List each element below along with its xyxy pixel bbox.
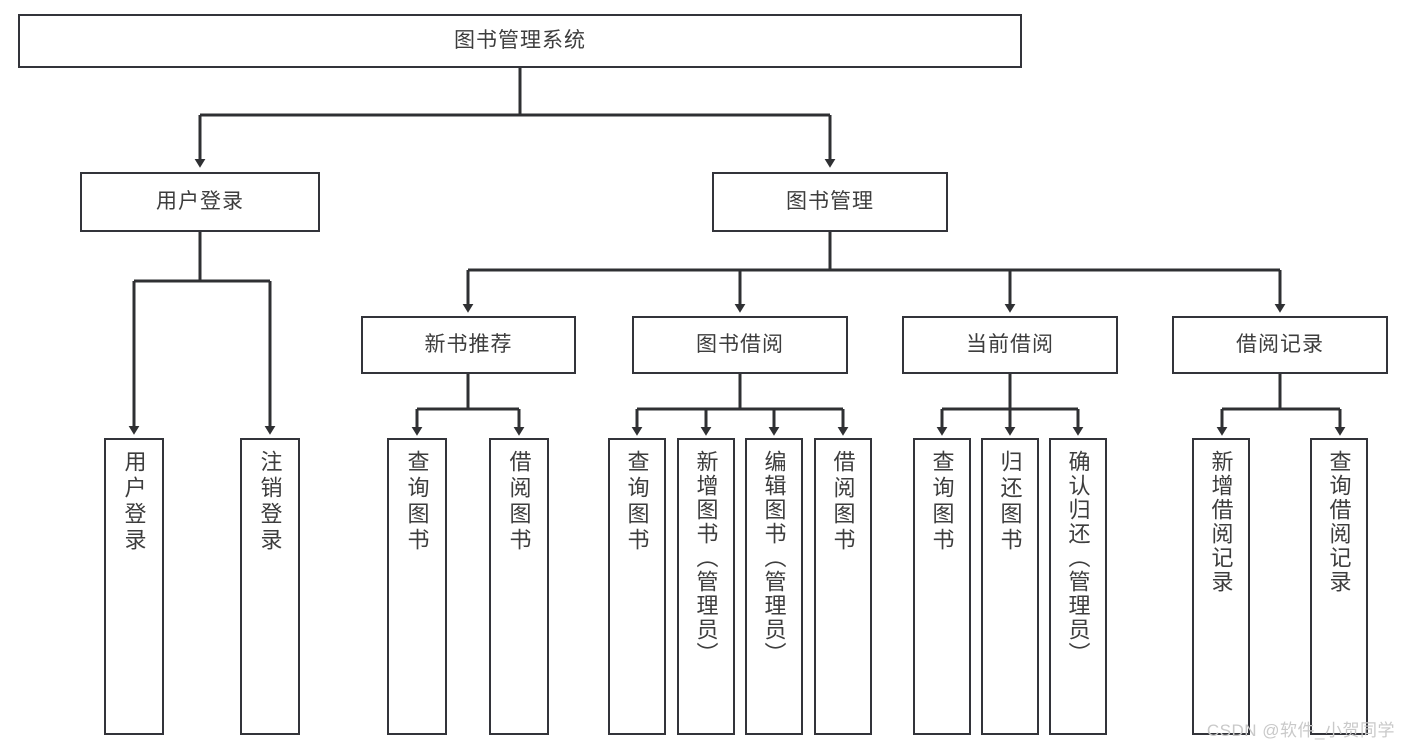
node-label: 图书管理 [786, 189, 874, 213]
node-label: 查询图书 [624, 450, 650, 554]
leaf-current-query-book[interactable]: 查询图书 [913, 438, 971, 735]
node-label: 查询图书 [404, 450, 430, 554]
node-label: 新书推荐 [424, 332, 513, 356]
node-label: 归还图书 [997, 450, 1023, 554]
leaf-user-login-login[interactable]: 用户登录 [104, 438, 164, 735]
node-book-borrow[interactable]: 图书借阅 [632, 316, 848, 374]
node-borrow-record[interactable]: 借阅记录 [1172, 316, 1388, 374]
node-label: 借阅图书 [830, 450, 856, 554]
node-label: 新增图书（管理员） [693, 450, 719, 666]
leaf-record-add-record[interactable]: 新增借阅记录 [1192, 438, 1250, 735]
leaf-recommend-query-book[interactable]: 查询图书 [387, 438, 447, 735]
node-book-management[interactable]: 图书管理 [712, 172, 948, 232]
leaf-recommend-borrow-book[interactable]: 借阅图书 [489, 438, 549, 735]
node-root-system[interactable]: 图书管理系统 [18, 14, 1022, 68]
leaf-borrow-borrow-book[interactable]: 借阅图书 [814, 438, 872, 735]
node-label: 用户登录 [121, 450, 147, 554]
node-label: 查询借阅记录 [1326, 450, 1352, 594]
leaf-record-query-record[interactable]: 查询借阅记录 [1310, 438, 1368, 735]
node-label: 图书管理系统 [454, 28, 586, 52]
node-label: 查询图书 [929, 450, 955, 554]
leaf-current-confirm-return-admin[interactable]: 确认归还（管理员） [1049, 438, 1107, 735]
watermark-text: CSDN @软件_小贺同学 [1206, 721, 1395, 740]
leaf-borrow-add-book-admin[interactable]: 新增图书（管理员） [677, 438, 735, 735]
node-current-borrow[interactable]: 当前借阅 [902, 316, 1118, 374]
node-label: 用户登录 [156, 189, 244, 213]
node-new-book-recommend[interactable]: 新书推荐 [361, 316, 576, 374]
node-label: 确认归还（管理员） [1065, 450, 1091, 666]
leaf-user-login-logout[interactable]: 注销登录 [240, 438, 300, 735]
node-label: 借阅记录 [1236, 332, 1324, 356]
node-label: 注销登录 [257, 450, 283, 554]
node-user-login[interactable]: 用户登录 [80, 172, 320, 232]
leaf-borrow-query-book[interactable]: 查询图书 [608, 438, 666, 735]
node-label: 借阅图书 [506, 450, 532, 554]
node-label: 新增借阅记录 [1208, 450, 1234, 594]
node-label: 当前借阅 [966, 332, 1054, 356]
leaf-current-return-book[interactable]: 归还图书 [981, 438, 1039, 735]
leaf-borrow-edit-book-admin[interactable]: 编辑图书（管理员） [745, 438, 803, 735]
node-label: 编辑图书（管理员） [761, 450, 787, 666]
node-label: 图书借阅 [696, 332, 784, 356]
